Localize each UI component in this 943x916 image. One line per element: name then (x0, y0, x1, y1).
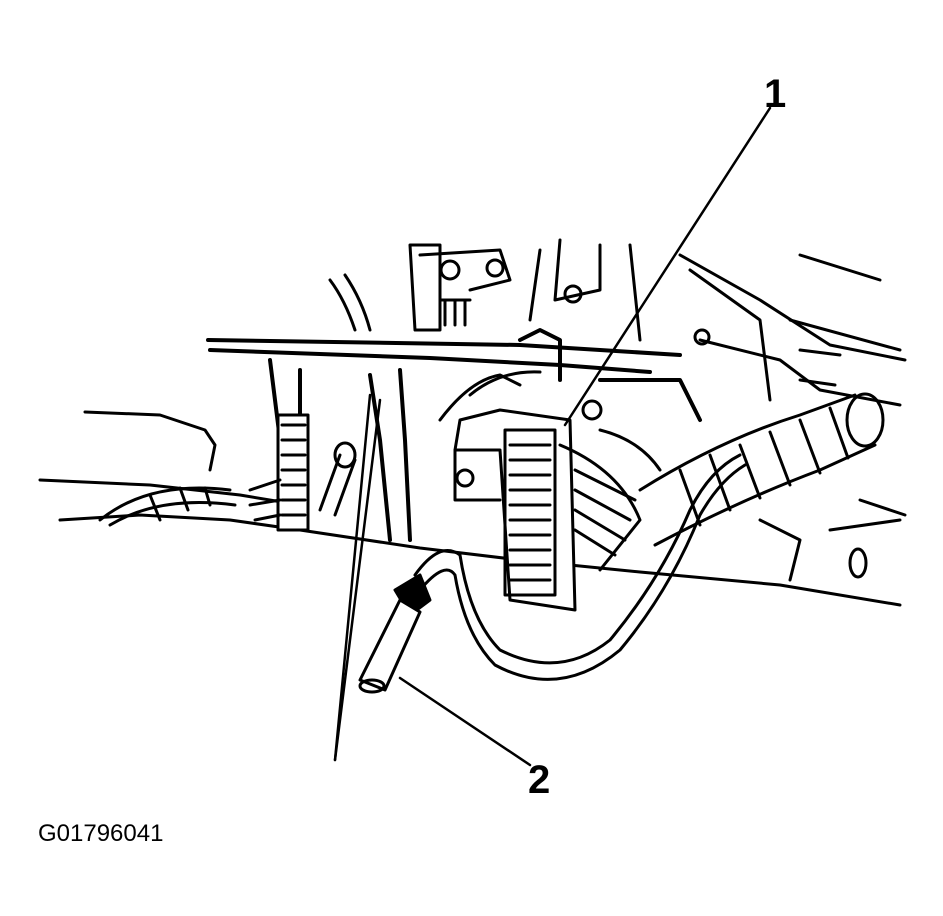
leader-lines (333, 106, 772, 767)
left-connector (98, 413, 357, 532)
main-connector (438, 370, 662, 612)
figure-id: G01796041 (38, 820, 164, 847)
callout-2-leader (398, 676, 532, 767)
callout-1: 1 (764, 72, 787, 116)
arrow-leader-b (333, 398, 382, 762)
test-lead (358, 453, 747, 694)
lower-panel (38, 410, 902, 607)
upper-right-structure (528, 238, 907, 582)
arrow-leader-a (333, 393, 372, 762)
callout-1-leader (563, 106, 772, 427)
bracket (328, 243, 512, 332)
callout-2: 2 (528, 758, 551, 802)
wrapped-harness (638, 392, 885, 547)
dash-rail (206, 328, 702, 542)
